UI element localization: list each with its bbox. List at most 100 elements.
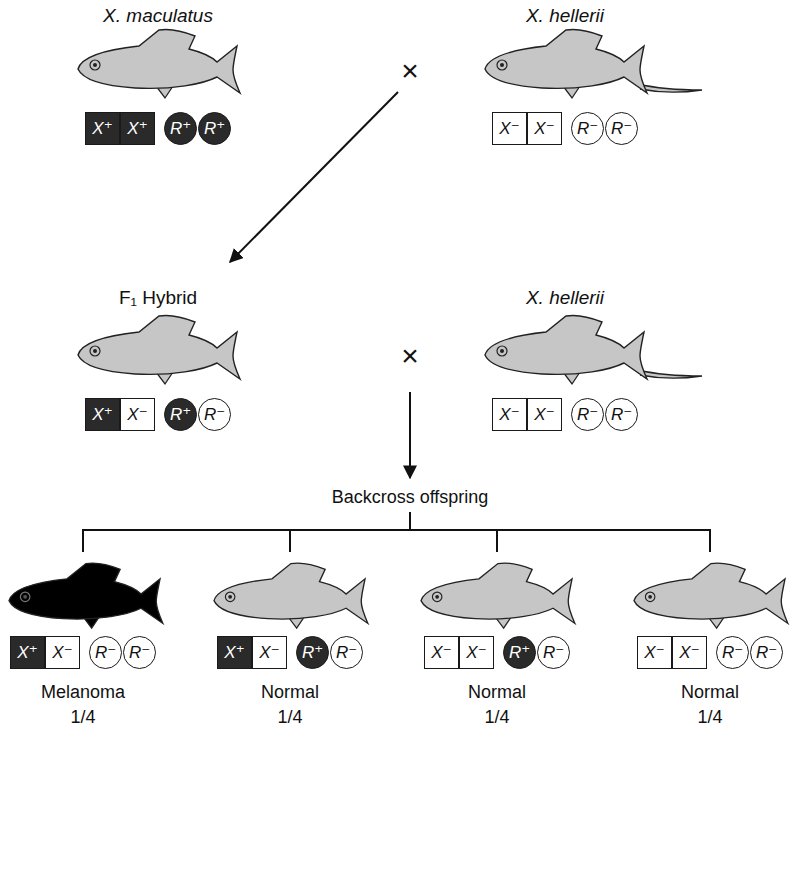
- allele-symbol: X⁻: [259, 644, 279, 661]
- allele-box: X⁻: [492, 112, 527, 145]
- fish-illustration: [9, 563, 163, 628]
- fish-eye: [225, 592, 235, 602]
- fish-body: [9, 563, 163, 623]
- fish-pupil: [93, 63, 97, 67]
- allele-symbol: R⁺: [509, 644, 530, 661]
- allele-symbol: X⁻: [127, 406, 147, 423]
- cross-arrow: [409, 392, 411, 478]
- caption-label: F₁ Hybrid: [119, 288, 197, 309]
- sword-fin: [638, 370, 702, 378]
- allele-symbol: X⁺: [127, 120, 147, 137]
- allele-symbol: X⁻: [431, 644, 451, 661]
- allele-circle: R⁻: [571, 398, 604, 431]
- allele-symbol: R⁻: [577, 406, 598, 423]
- sword-fin: [638, 84, 702, 92]
- allele-box: X⁺: [85, 112, 120, 145]
- caption-label: 1/4: [70, 708, 95, 728]
- cross-sign: ×: [401, 339, 419, 372]
- bracket-line: [82, 529, 84, 552]
- allele-box: X⁻: [459, 636, 494, 669]
- fish-illustration: [78, 29, 240, 98]
- caption-label: Melanoma: [41, 683, 125, 703]
- fish-eye: [645, 592, 655, 602]
- allele-box: X⁻: [527, 398, 562, 431]
- allele-symbol: X⁻: [52, 644, 72, 661]
- allele-circle: R⁻: [330, 636, 363, 669]
- allele-box: X⁻: [637, 636, 672, 669]
- allele-symbol: R⁻: [611, 120, 632, 137]
- fish-body: [421, 563, 575, 623]
- bracket-line: [496, 530, 498, 552]
- allele-symbol: X⁻: [679, 644, 699, 661]
- fish-pupil: [648, 595, 652, 599]
- fish-illustration: [78, 315, 240, 384]
- fish-illustration: [485, 315, 702, 384]
- allele-symbol: R⁺: [302, 644, 323, 661]
- fish-illustration: [485, 29, 702, 98]
- caption-label: 1/4: [697, 708, 722, 728]
- cross-sign: ×: [401, 54, 419, 87]
- allele-box: X⁺: [217, 636, 252, 669]
- fish-illustration: [214, 563, 368, 628]
- allele-circle: R⁻: [89, 636, 122, 669]
- allele-symbol: X⁻: [499, 406, 519, 423]
- cross-arrow: [230, 92, 398, 262]
- caption-label: X. maculatus: [103, 6, 213, 27]
- allele-box: X⁻: [252, 636, 287, 669]
- caption-label: Normal: [261, 683, 319, 703]
- allele-symbol: R⁺: [170, 406, 191, 423]
- allele-circle: R⁻: [537, 636, 570, 669]
- allele-symbol: R⁻: [95, 644, 116, 661]
- allele-symbol: X⁻: [534, 120, 554, 137]
- allele-symbol: R⁻: [204, 406, 225, 423]
- fish-pupil: [228, 595, 232, 599]
- allele-circle: R⁻: [605, 398, 638, 431]
- allele-box: X⁻: [672, 636, 707, 669]
- fish-eye: [432, 592, 442, 602]
- fish-body: [78, 315, 240, 379]
- allele-symbol: R⁻: [336, 644, 357, 661]
- fish-body: [485, 315, 647, 379]
- bracket-line: [289, 530, 291, 552]
- allele-circle: R⁻: [716, 636, 749, 669]
- allele-circle: R⁺: [198, 112, 231, 145]
- allele-box: X⁻: [492, 398, 527, 431]
- caption-label: X. hellerii: [526, 288, 604, 309]
- allele-symbol: R⁻: [756, 644, 777, 661]
- fish-eye: [90, 60, 100, 70]
- allele-circle: R⁻: [198, 398, 231, 431]
- fish-eye: [90, 346, 100, 356]
- fish-pupil: [23, 595, 27, 599]
- caption-label: Normal: [681, 683, 739, 703]
- allele-box: X⁻: [45, 636, 80, 669]
- caption-label: Backcross offspring: [332, 488, 489, 508]
- fish-illustration: [421, 563, 575, 628]
- allele-circle: R⁻: [571, 112, 604, 145]
- allele-symbol: X⁻: [466, 644, 486, 661]
- allele-circle: R⁺: [296, 636, 329, 669]
- allele-symbol: X⁺: [224, 644, 244, 661]
- allele-circle: R⁺: [503, 636, 536, 669]
- allele-symbol: R⁻: [543, 644, 564, 661]
- fish-eye: [497, 60, 507, 70]
- bracket-line: [83, 529, 710, 531]
- fish-body: [634, 563, 788, 623]
- allele-circle: R⁻: [750, 636, 783, 669]
- fish-pupil: [93, 349, 97, 353]
- allele-circle: R⁻: [123, 636, 156, 669]
- caption-label: 1/4: [484, 708, 509, 728]
- fish-body: [485, 29, 647, 93]
- allele-symbol: X⁻: [499, 120, 519, 137]
- fish-pupil: [500, 63, 504, 67]
- fish-eye: [497, 346, 507, 356]
- fish-pupil: [500, 349, 504, 353]
- allele-box: X⁺: [85, 398, 120, 431]
- allele-symbol: R⁺: [170, 120, 191, 137]
- allele-symbol: X⁺: [92, 120, 112, 137]
- fish-eye: [20, 592, 30, 602]
- fish-illustration: [634, 563, 788, 628]
- bracket-line: [409, 512, 411, 530]
- fish-pupil: [435, 595, 439, 599]
- allele-symbol: X⁺: [92, 406, 112, 423]
- allele-symbol: X⁻: [534, 406, 554, 423]
